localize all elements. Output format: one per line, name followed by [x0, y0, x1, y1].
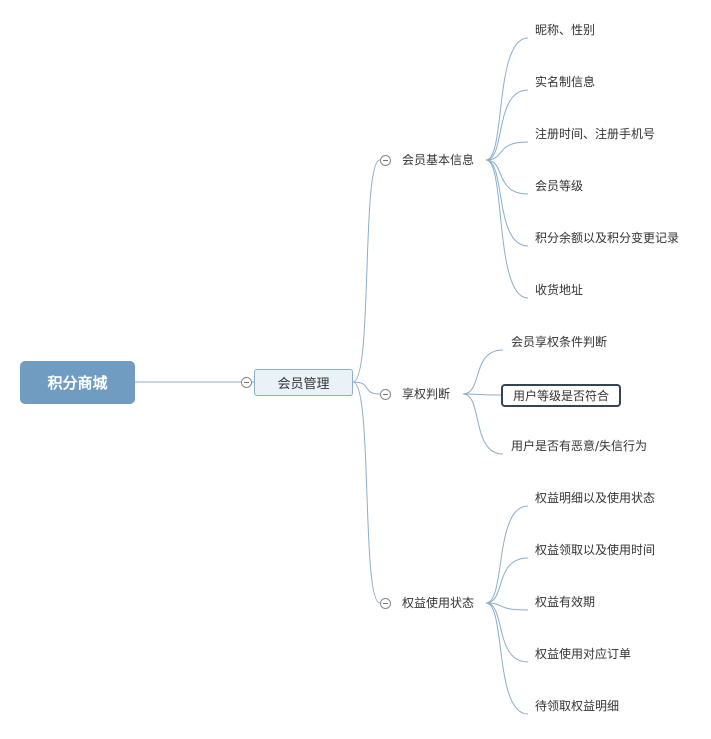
connector-line — [485, 505, 529, 604]
collapse-toggle-icon[interactable] — [380, 155, 391, 166]
leaf-node[interactable]: 用户是否有恶意/失信行为 — [511, 439, 648, 453]
connector-line — [485, 159, 529, 247]
connector-line — [352, 159, 381, 383]
connector-line — [485, 37, 529, 161]
connector-line — [485, 141, 529, 161]
connector-line — [462, 349, 504, 395]
connector-line — [485, 602, 529, 663]
branch-node-basic-info[interactable]: 会员基本信息 — [402, 153, 475, 167]
leaf-node[interactable]: 注册时间、注册手机号 — [535, 127, 656, 141]
topic-node-member-management[interactable]: 会员管理 — [254, 369, 353, 396]
leaf-node[interactable]: 权益明细以及使用状态 — [535, 491, 656, 505]
connector-line — [485, 602, 529, 715]
connector-line — [485, 159, 529, 195]
root-node[interactable]: 积分商城 — [20, 361, 135, 404]
leaf-node-selected[interactable]: 用户等级是否符合 — [501, 384, 621, 407]
connector-line — [462, 393, 504, 455]
connector-line — [352, 381, 381, 395]
branch-node-entitlement-check[interactable]: 享权判断 — [402, 387, 451, 401]
branch-node-benefit-usage[interactable]: 权益使用状态 — [402, 596, 475, 610]
connector-line — [485, 602, 529, 611]
connector-line — [352, 381, 381, 604]
connector-line — [485, 557, 529, 604]
leaf-node[interactable]: 权益领取以及使用时间 — [535, 543, 656, 557]
leaf-node[interactable]: 会员享权条件判断 — [511, 335, 608, 349]
connector-line — [462, 393, 504, 396]
leaf-node[interactable]: 实名制信息 — [535, 75, 596, 89]
collapse-toggle-icon[interactable] — [380, 389, 391, 400]
leaf-node[interactable]: 会员等级 — [535, 179, 584, 193]
leaf-node[interactable]: 积分余额以及积分变更记录 — [535, 231, 680, 245]
leaf-node[interactable]: 收货地址 — [535, 283, 584, 297]
connector-line — [485, 89, 529, 161]
collapse-toggle-icon[interactable] — [380, 598, 391, 609]
leaf-node[interactable]: 权益使用对应订单 — [535, 647, 632, 661]
leaf-node[interactable]: 昵称、性别 — [535, 23, 596, 37]
leaf-node[interactable]: 待领取权益明细 — [535, 699, 620, 713]
collapse-toggle-icon[interactable] — [241, 377, 252, 388]
connector-line — [485, 159, 529, 299]
leaf-node[interactable]: 权益有效期 — [535, 595, 596, 609]
